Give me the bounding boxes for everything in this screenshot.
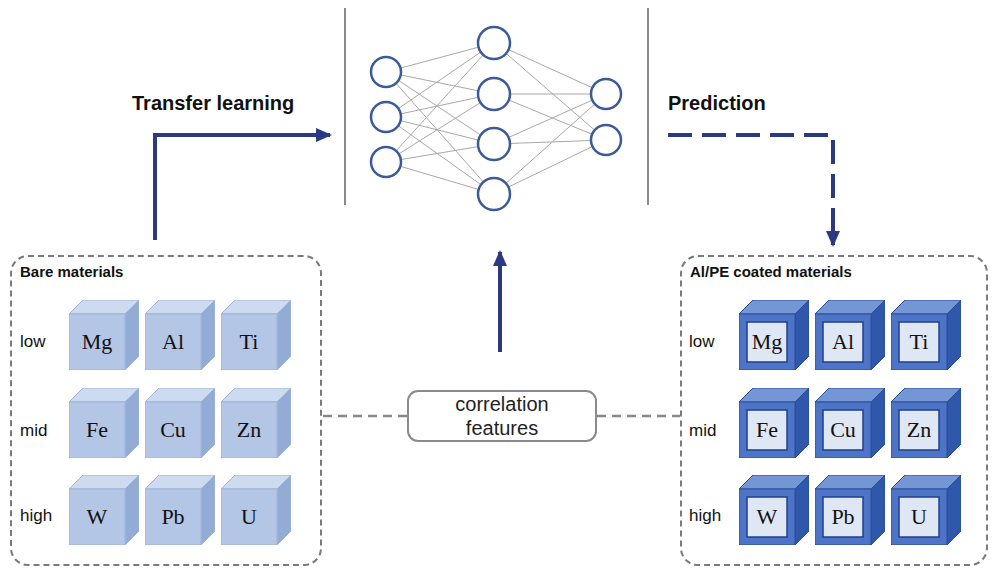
element-symbol: W <box>69 489 125 545</box>
coated-cube: U <box>891 475 961 545</box>
cube-side <box>201 475 215 545</box>
bare-cube: Ti <box>221 300 291 370</box>
cube-side <box>125 475 139 545</box>
feature-arrow <box>498 252 502 352</box>
panel-title: Bare materials <box>20 263 123 280</box>
row-label: mid <box>689 421 716 441</box>
coated-cube: Al <box>815 300 885 370</box>
material-panel: Al/PE coated materialsMg Al TiFe Cu ZnW Pb U <box>680 255 988 566</box>
divider-line <box>344 8 346 205</box>
coated-cube: Zn <box>891 388 961 458</box>
cube-side <box>795 300 809 370</box>
coated-cube: Pb <box>815 475 885 545</box>
element-symbol: Pb <box>815 489 871 545</box>
element-symbol: Ti <box>221 314 277 370</box>
cube-side <box>201 388 215 458</box>
cube-front <box>69 314 125 370</box>
element-symbol: Mg <box>739 314 795 370</box>
cube-front <box>739 314 795 370</box>
element-symbol: Al <box>145 314 201 370</box>
feature-text: correlation features <box>447 392 557 440</box>
bare-cube: Mg <box>69 300 139 370</box>
cube-front <box>221 314 277 370</box>
coated-cube: Cu <box>815 388 885 458</box>
element-symbol: U <box>891 489 947 545</box>
cube-side <box>871 388 885 458</box>
cube-front <box>69 402 125 458</box>
cube-front <box>739 402 795 458</box>
cube-side <box>125 300 139 370</box>
cube-front <box>815 402 871 458</box>
cube-side <box>277 388 291 458</box>
dashed-connector <box>597 415 680 418</box>
bare-cube: W <box>69 475 139 545</box>
cube-front <box>891 489 947 545</box>
coated-cube: Mg <box>739 300 809 370</box>
cube-side <box>947 388 961 458</box>
cube-side <box>125 388 139 458</box>
row-label: mid <box>20 421 47 441</box>
cube-side <box>277 475 291 545</box>
cube-front <box>69 489 125 545</box>
element-symbol: Al <box>815 314 871 370</box>
element-symbol: W <box>739 489 795 545</box>
element-symbol: Fe <box>69 402 125 458</box>
cube-front <box>221 489 277 545</box>
bare-cube: U <box>221 475 291 545</box>
cube-front <box>891 314 947 370</box>
cube-front <box>891 402 947 458</box>
bare-cube: Cu <box>145 388 215 458</box>
cube-side <box>947 300 961 370</box>
cube-front <box>815 314 871 370</box>
panel-title: Al/PE coated materials <box>690 263 852 280</box>
cube-front <box>145 402 201 458</box>
bare-cube: Fe <box>69 388 139 458</box>
element-symbol: Mg <box>69 314 125 370</box>
element-symbol: Zn <box>891 402 947 458</box>
bare-cube: Al <box>145 300 215 370</box>
network-links <box>386 43 606 194</box>
network-neurons <box>371 27 621 210</box>
transfer-arrow <box>155 135 330 240</box>
feature-box: correlation features <box>407 390 597 442</box>
element-symbol: Zn <box>221 402 277 458</box>
element-symbol: Ti <box>891 314 947 370</box>
element-symbol: U <box>221 489 277 545</box>
cube-front <box>221 402 277 458</box>
prediction-arrow <box>668 135 833 245</box>
coated-cube: Fe <box>739 388 809 458</box>
cube-side <box>947 475 961 545</box>
element-symbol: Cu <box>145 402 201 458</box>
element-symbol: Fe <box>739 402 795 458</box>
flow-label: Transfer learning <box>132 92 294 115</box>
bare-cube: Pb <box>145 475 215 545</box>
cube-front <box>739 489 795 545</box>
dashed-connector <box>322 415 407 418</box>
flow-label: Prediction <box>668 92 766 115</box>
cube-front <box>815 489 871 545</box>
row-label: low <box>20 332 46 352</box>
row-label: high <box>20 506 52 526</box>
cube-side <box>871 300 885 370</box>
divider-line <box>647 8 649 205</box>
coated-cube: W <box>739 475 809 545</box>
element-symbol: Cu <box>815 402 871 458</box>
cube-side <box>277 300 291 370</box>
element-symbol: Pb <box>145 489 201 545</box>
cube-side <box>795 388 809 458</box>
row-label: high <box>689 506 721 526</box>
cube-front <box>145 489 201 545</box>
row-label: low <box>689 332 715 352</box>
coated-cube: Ti <box>891 300 961 370</box>
bare-cube: Zn <box>221 388 291 458</box>
cube-side <box>871 475 885 545</box>
cube-front <box>145 314 201 370</box>
cube-side <box>201 300 215 370</box>
cube-side <box>795 475 809 545</box>
material-panel: Bare materialsMg Al TiFe Cu ZnW Pb U <box>10 255 322 566</box>
